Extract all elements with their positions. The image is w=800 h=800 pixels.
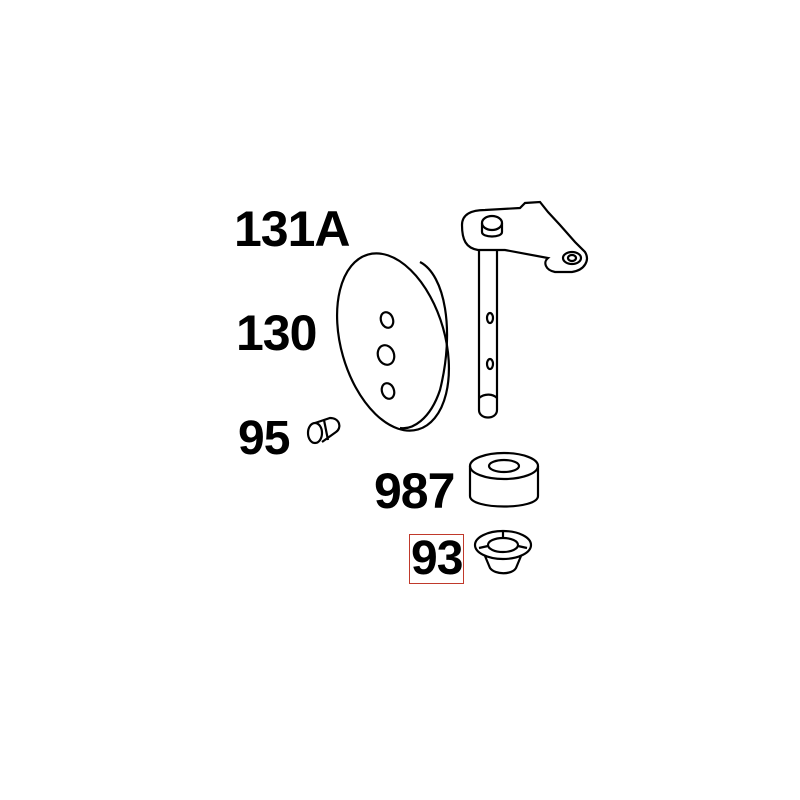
screw-part bbox=[306, 416, 341, 445]
part-label-987: 987 bbox=[374, 463, 455, 519]
nut-part bbox=[473, 529, 533, 575]
part-label-130: 130 bbox=[236, 305, 317, 361]
part-label-95: 95 bbox=[238, 412, 290, 465]
shaft-lever-part bbox=[460, 200, 588, 419]
plate-part bbox=[335, 252, 451, 432]
bushing-part bbox=[468, 451, 540, 508]
part-label-93-highlighted[interactable]: 93 bbox=[409, 532, 465, 585]
part-label-131a: 131A bbox=[234, 201, 351, 257]
